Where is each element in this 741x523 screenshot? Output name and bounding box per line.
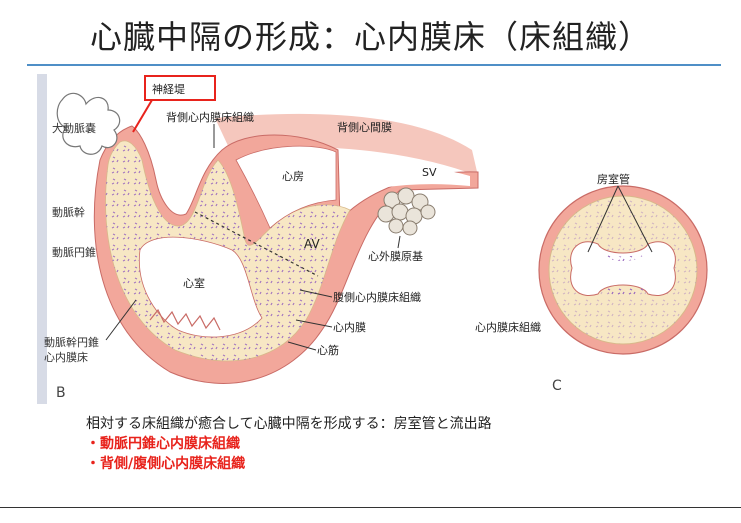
- atrium-lumen: [235, 145, 337, 229]
- dorsal-mesocardium-shape: [215, 113, 478, 176]
- neural-ridge-box: [144, 75, 216, 101]
- section-line: [194, 211, 319, 277]
- caption-line: 相対する床組織が癒合して心臓中隔を形成する：房室管と流出路: [86, 416, 492, 432]
- label-av-canal: 房室管: [597, 172, 630, 186]
- page-shadow: [37, 74, 47, 404]
- label-dorsal-cushion: 背側心内膜床組織: [166, 110, 254, 124]
- caption: 相対する床組織が癒合して心臓中隔を形成する：房室管と流出路 ・動脈円錐心内膜床組…: [86, 414, 492, 474]
- footer-divider: [0, 507, 741, 508]
- page-title: 心臓中隔の形成：心内膜床（床組織）: [89, 18, 651, 56]
- caption-bullet-dorsal-ventral: ・背側/腹側心内膜床組織: [86, 456, 246, 472]
- myocardium-leader: [287, 341, 317, 351]
- endocardium-leader: [295, 319, 333, 328]
- label-endocardium: 心内膜: [333, 320, 366, 334]
- aortic-sac-shape: [56, 92, 121, 155]
- label-neural-ridge: 神経堤: [152, 82, 185, 96]
- label-aortic-sac: 大動脈嚢: [52, 121, 96, 135]
- label-dorsal-mesocardium: 背側心間膜: [337, 120, 392, 134]
- label-cushion-tissue: 心内膜床組織: [475, 320, 541, 334]
- label-conus: 動脈円錐: [52, 245, 96, 259]
- neural-ridge-leader: [132, 99, 153, 133]
- label-ventral-cushion: 腹側心内膜床組織: [333, 290, 421, 304]
- label-myocardium: 心筋: [317, 343, 339, 357]
- label-truncoconal-cushion-2: 心内膜床: [44, 350, 88, 364]
- truncoconal-leader: [105, 299, 137, 341]
- av-canal-leader-right: [617, 185, 653, 253]
- label-ventricle: 心室: [183, 276, 205, 290]
- label-sv: SV: [422, 166, 437, 179]
- av-canal-leader-left: [587, 185, 619, 253]
- inferior-cushion: [600, 283, 646, 296]
- proepicardium-leader: [397, 235, 401, 249]
- proepicardium-cluster: [377, 187, 436, 236]
- ventral-cushion-leader: [299, 289, 333, 298]
- superior-cushion: [600, 252, 646, 261]
- label-atrium: 心房: [282, 170, 304, 183]
- heart-diagram: 神経堤 大動脈嚢 背側心内膜床組織 背側心間膜 心房 SV 動脈幹 動脈円錐 A…: [37, 74, 708, 404]
- label-truncoconal-cushion-1: 動脈幹円錐: [44, 335, 99, 349]
- trabeculae: [149, 308, 221, 331]
- title-divider: [27, 64, 721, 66]
- label-proepicardium: 心外膜原基: [368, 250, 423, 263]
- av-canal-lumen: [570, 241, 676, 296]
- label-av: AV: [304, 237, 320, 251]
- label-panel-c: C: [552, 378, 562, 394]
- caption-bullet-conal: ・動脈円錐心内膜床組織: [86, 436, 240, 452]
- sinus-venosus-lumen: [340, 165, 470, 194]
- label-panel-b: B: [56, 385, 66, 401]
- label-truncus: 動脈幹: [52, 205, 85, 219]
